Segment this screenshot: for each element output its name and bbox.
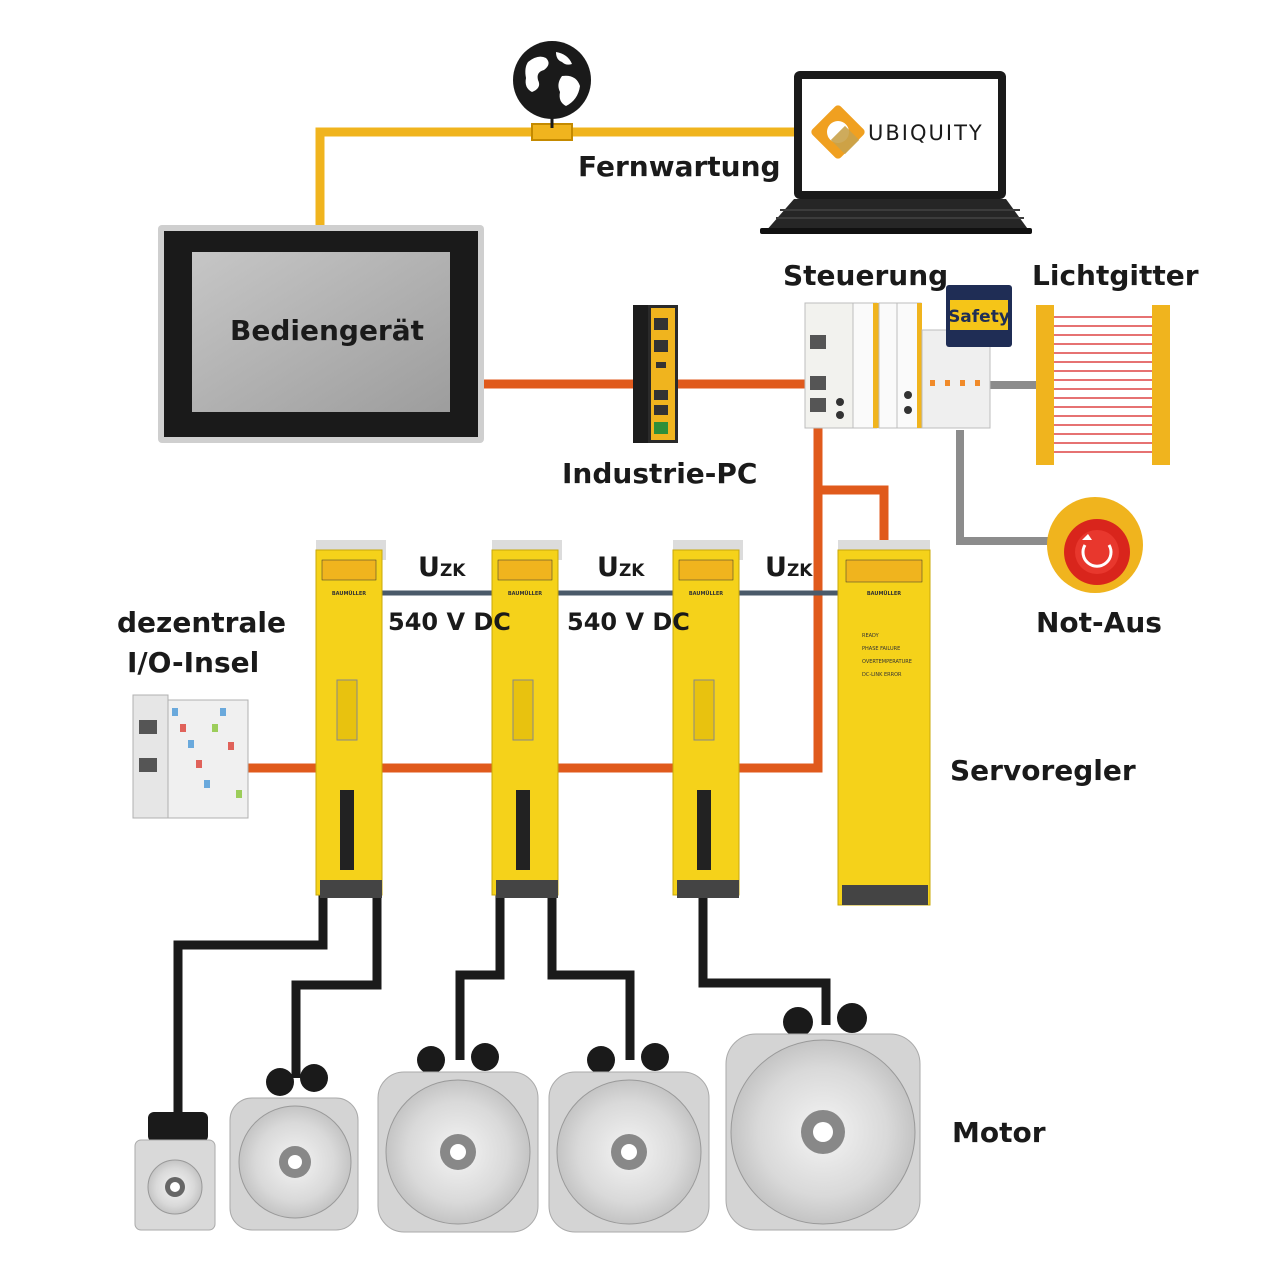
ubiquity-logo-icon — [811, 105, 865, 159]
motor-2 — [229, 1064, 359, 1231]
servo-drive-3: BAUMÜLLER — [672, 540, 743, 898]
voltage-label-2: 540 V DC — [567, 608, 690, 636]
servo-drive-1: BAUMÜLLER — [315, 540, 386, 898]
led-ready: READY — [862, 633, 880, 639]
servo-drive-2: BAUMÜLLER — [491, 540, 562, 898]
fernwartung-label: Fernwartung — [578, 150, 781, 183]
led-temp: OVERTEMPERATURE — [862, 659, 912, 665]
safety-cable-estop — [956, 430, 1055, 545]
motor-label: Motor — [952, 1116, 1046, 1149]
laptop: UBIQUITY — [760, 71, 1032, 234]
industrie-pc-label: Industrie-PC — [562, 457, 757, 490]
io-island — [132, 694, 249, 819]
voltage-label-1: 540 V DC — [388, 608, 511, 636]
not-aus-label: Not-Aus — [1036, 606, 1162, 639]
controller — [804, 302, 991, 429]
safety-badge: Safety — [946, 285, 1012, 347]
ethernet-ctrl-drives — [240, 425, 823, 773]
industrie-pc — [633, 305, 678, 443]
io-insel-label-2: I/O-Insel — [127, 646, 259, 679]
lichtgitter-label: Lichtgitter — [1032, 259, 1199, 292]
uzk-label-3: UZK — [765, 552, 813, 583]
supply-unit: BAUMÜLLER READY PHASE FAILURE OVERTEMPER… — [837, 540, 931, 906]
brand-label: BAUMÜLLER — [508, 590, 542, 597]
brand-label: BAUMÜLLER — [332, 590, 366, 597]
remote-cable — [315, 127, 800, 225]
uzk-label-2: UZK — [597, 552, 645, 583]
led-dc: DC-LINK ERROR — [862, 672, 902, 678]
steuerung-label: Steuerung — [783, 259, 948, 292]
servoregler-label: Servoregler — [950, 754, 1136, 787]
emergency-stop-icon — [1047, 497, 1143, 593]
motor-cables — [173, 895, 831, 1120]
hmi-panel — [158, 225, 484, 443]
io-insel-label-1: dezentrale — [117, 606, 286, 639]
bediengeraet-label: Bediengerät — [230, 314, 424, 347]
light-curtain — [1036, 305, 1170, 465]
led-phase: PHASE FAILURE — [862, 646, 900, 652]
motor-1 — [134, 1112, 216, 1231]
brand-label: BAUMÜLLER — [689, 590, 723, 597]
motor-4 — [548, 1043, 710, 1233]
safety-label: Safety — [948, 307, 1010, 327]
motor-3 — [377, 1043, 539, 1233]
motor-5 — [725, 1003, 921, 1231]
ethernet-ctrl-supply — [822, 485, 889, 540]
brand-label: BAUMÜLLER — [867, 590, 901, 597]
ubiquity-label: UBIQUITY — [868, 121, 984, 145]
globe-icon — [513, 41, 591, 119]
uzk-label-1: UZK — [418, 552, 466, 583]
